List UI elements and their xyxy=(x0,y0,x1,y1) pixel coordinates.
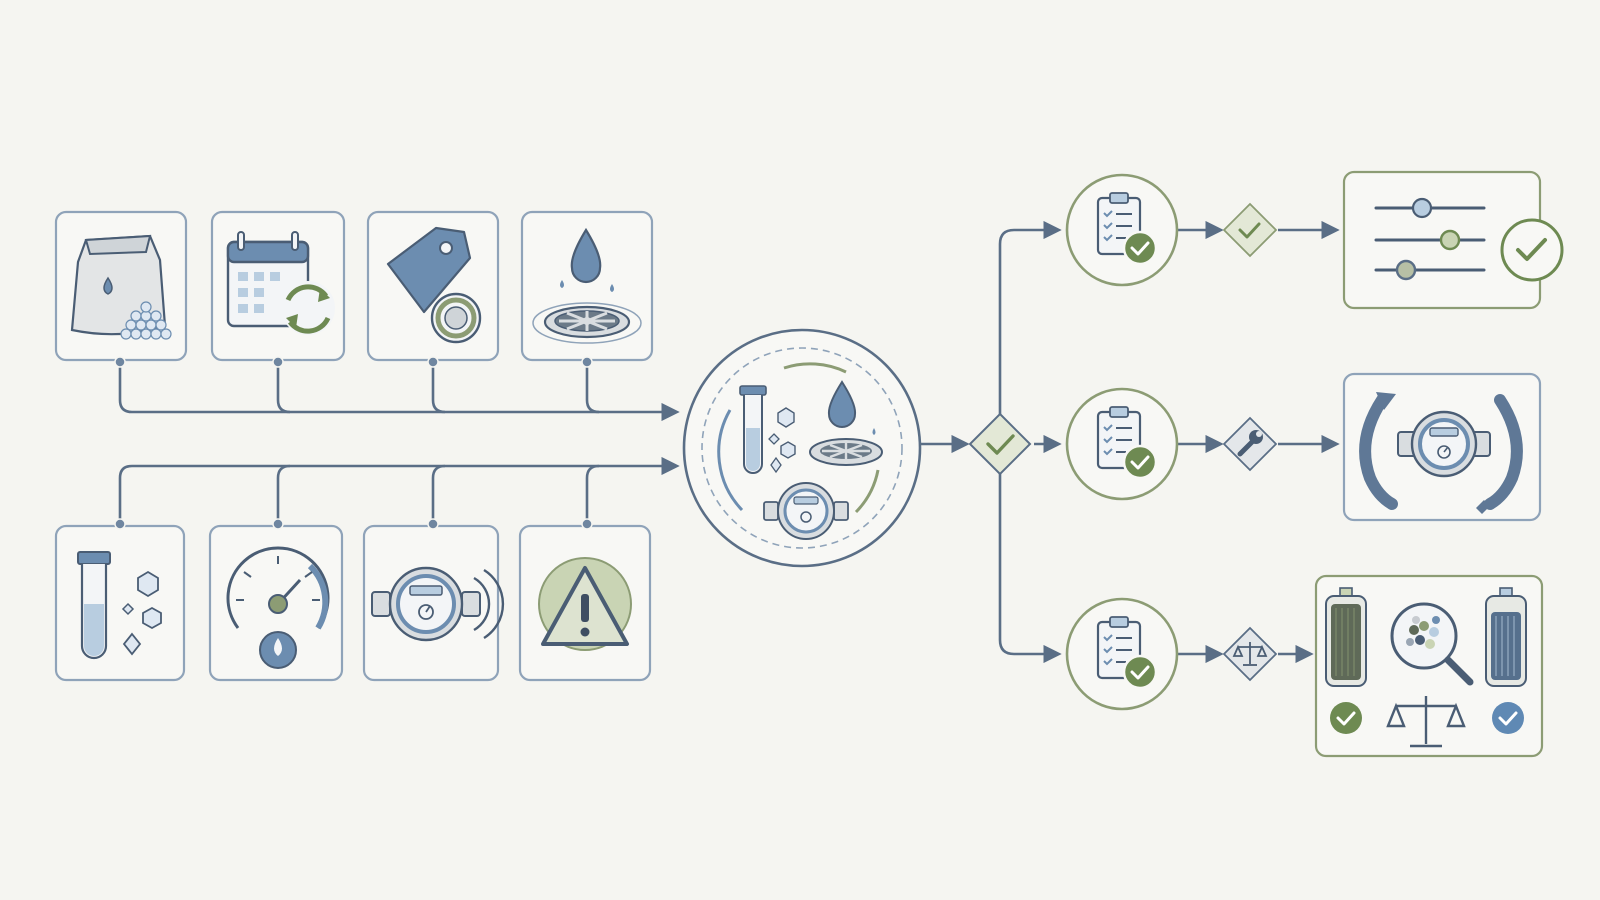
result-box-meter-repair xyxy=(1342,372,1542,522)
checklist-approved-icon xyxy=(1096,406,1158,480)
pressure-gauge-icon xyxy=(226,546,330,669)
input-box-tag xyxy=(366,210,500,368)
result-box-resin xyxy=(1314,574,1544,758)
step-diamond-3 xyxy=(1222,626,1278,682)
branch-1 xyxy=(1065,170,1564,310)
water-analysis-hub-icon xyxy=(717,362,883,540)
resin-comparison-icon xyxy=(1325,587,1527,748)
checklist-circle-3 xyxy=(1065,597,1179,711)
water-meter-signal-icon xyxy=(371,566,505,642)
checklist-approved-icon xyxy=(1096,192,1158,266)
price-tag-icon xyxy=(386,226,482,344)
branch-2 xyxy=(1065,372,1542,522)
settings-sliders-icon xyxy=(1374,197,1564,282)
decision-diamond xyxy=(968,412,1032,476)
warning-icon xyxy=(538,557,632,651)
input-box-calendar xyxy=(210,210,346,368)
analysis-hub xyxy=(682,328,922,568)
check-diamond-icon xyxy=(1238,222,1261,239)
checklist-circle-2 xyxy=(1065,387,1179,501)
meter-repair-icon xyxy=(1359,392,1523,514)
result-box-settings xyxy=(1342,170,1564,310)
branch-3 xyxy=(1065,574,1544,758)
calendar-refresh-icon xyxy=(226,231,335,335)
checklist-circle-1 xyxy=(1065,173,1179,287)
input-box-meter xyxy=(362,518,505,682)
input-box-gauge xyxy=(208,518,344,682)
test-tube-crystals-icon xyxy=(77,551,162,660)
scale-diamond-icon xyxy=(1232,642,1268,666)
connector-lines xyxy=(118,220,1340,664)
step-diamond-1 xyxy=(1222,202,1278,258)
water-drain-icon xyxy=(532,227,642,344)
salt-bag-icon xyxy=(70,234,172,340)
step-diamond-2 xyxy=(1222,416,1278,472)
input-box-drain xyxy=(520,210,654,368)
checklist-approved-icon xyxy=(1096,616,1158,690)
check-diamond-icon xyxy=(986,434,1015,455)
input-box-warning xyxy=(518,518,652,682)
input-box-salt xyxy=(54,210,188,368)
wrench-diamond-icon xyxy=(1237,430,1263,457)
input-box-test-tube xyxy=(54,518,186,682)
